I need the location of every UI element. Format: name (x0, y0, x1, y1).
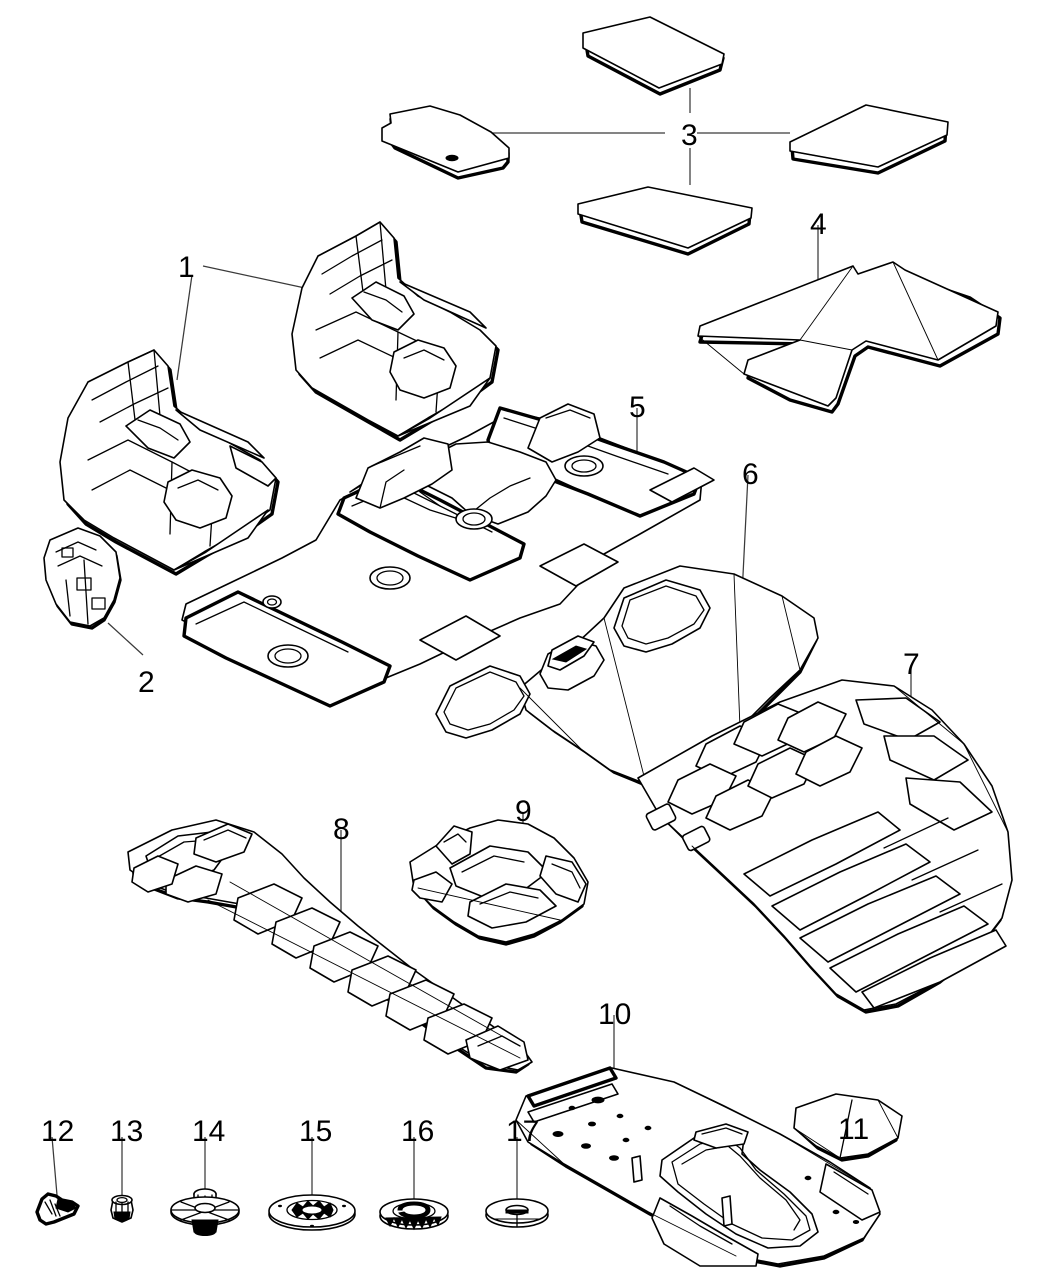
part-retainer-nut (110, 1194, 134, 1223)
part-grommet-retainer (379, 1198, 449, 1231)
part-carpet-stud-retainer (170, 1188, 240, 1236)
part-large-washer-retainer (268, 1194, 356, 1231)
callout-number-1: 1 (178, 251, 195, 284)
part-floor-mat-set (381, 16, 949, 256)
part-floor-pan-silencer (181, 403, 715, 708)
part-rear-floor-carpet (435, 565, 819, 788)
callout-number-3: 3 (681, 119, 698, 152)
part-rear-floor-silencer (637, 679, 1013, 1014)
callout-number-12: 12 (41, 1115, 75, 1148)
part-flat-washer (485, 1198, 549, 1228)
floor-mat-top (582, 16, 725, 96)
floor-mat-front-left (381, 105, 510, 180)
callout-number-5: 5 (629, 391, 646, 424)
callout-number-15: 15 (299, 1115, 333, 1148)
floor-mat-rear-right (789, 104, 949, 175)
part-tunnel-silencer-front (409, 819, 589, 946)
part-tunnel-silencer (127, 819, 533, 1074)
part-cowl-side-trim-panel (43, 527, 122, 630)
callout-number-10: 10 (598, 998, 632, 1031)
callout-number-14: 14 (192, 1115, 226, 1148)
callout-number-13: 13 (110, 1115, 144, 1148)
callout-number-2: 2 (138, 666, 155, 699)
part-front-floor-carpet-left (59, 349, 280, 576)
callout-number-8: 8 (333, 813, 350, 846)
callout-number-17: 17 (506, 1115, 540, 1148)
part-rear-floor-pad (793, 1093, 903, 1162)
part-rear-one-piece-mat (697, 261, 1002, 414)
part-push-pin-clip (35, 1192, 80, 1226)
callout-number-11: 11 (838, 1113, 870, 1146)
callout-number-7: 7 (903, 648, 920, 681)
part-floor-pan-assembly (515, 1066, 881, 1268)
callout-number-16: 16 (401, 1115, 435, 1148)
callout-number-9: 9 (515, 795, 532, 828)
floor-mat-rear-left (577, 186, 753, 256)
callout-number-6: 6 (742, 458, 759, 491)
callout-number-4: 4 (810, 208, 827, 241)
part-front-floor-carpet-right (291, 221, 500, 442)
